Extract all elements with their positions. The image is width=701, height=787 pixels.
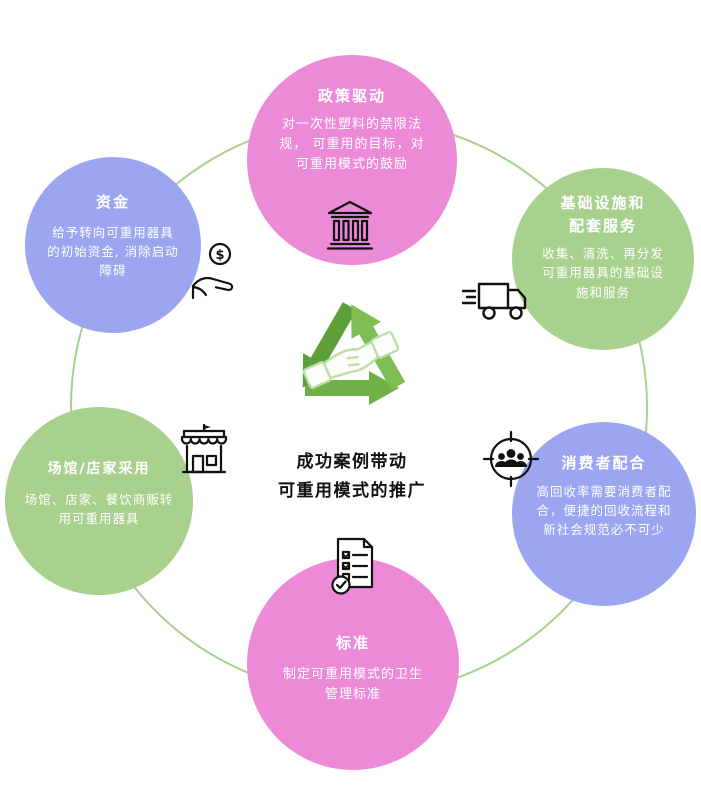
center-caption-line1: 成功案例带动 — [296, 452, 408, 472]
recycle-handshake-icon — [271, 280, 431, 444]
handshake-icon — [302, 331, 400, 389]
center-caption-line2: 可重用模式的推广 — [278, 480, 426, 501]
storefront-icon — [174, 424, 234, 480]
delivery-truck-icon — [462, 276, 532, 324]
node-funding-title: 资金 — [95, 193, 130, 211]
node-policy-body: 对一次性塑料的禁限法规， 可重用的目标，对可重用模式的鼓励 — [279, 116, 425, 172]
node-funding: 资金 给予转向可重用器具的初始资金, 消除启动障碍 — [25, 157, 201, 333]
node-infrastructure: 基础设施和配套服务 收集、清洗、再分发可重用器具的基础设施和服务 — [512, 168, 694, 350]
node-consumers-title: 消费者配合 — [561, 454, 647, 472]
recycle-arrow-bottom — [305, 371, 399, 405]
node-standards-body: 制定可重用模式的卫生管理标准 — [282, 666, 423, 702]
node-funding-body: 给予转向可重用器具的初始资金, 消除启动障碍 — [47, 224, 179, 279]
hand-coin-icon: $ — [189, 242, 241, 302]
node-consumers-body: 高回收率需要消费者配合，便捷的回收流程和新社会规范必不可少 — [536, 483, 672, 538]
node-standards-title: 标准 — [335, 634, 370, 652]
node-venues-body: 场馆、店家、餐饮商贩转用可重用器具 — [24, 492, 174, 527]
checklist-icon — [328, 536, 380, 596]
center-caption: 成功案例带动 可重用模式的推广 — [227, 448, 477, 506]
bank-icon — [326, 198, 374, 252]
node-standards: 标准 制定可重用模式的卫生管理标准 — [247, 558, 459, 770]
node-consumers: 消费者配合 高回收率需要消费者配合，便捷的回收流程和新社会规范必不可少 — [512, 422, 696, 606]
node-infrastructure-title: 基础设施和配套服务 — [560, 194, 646, 235]
target-users-icon — [482, 430, 540, 488]
node-venues: 场馆/店家采用 场馆、店家、餐饮商贩转用可重用器具 — [5, 407, 193, 595]
coin-dollar-glyph: $ — [215, 248, 224, 263]
node-infrastructure-body: 收集、清洗、再分发可重用器具的基础设施和服务 — [542, 246, 664, 300]
node-venues-title: 场馆/店家采用 — [47, 461, 151, 477]
node-policy-title: 政策驱动 — [317, 87, 386, 105]
